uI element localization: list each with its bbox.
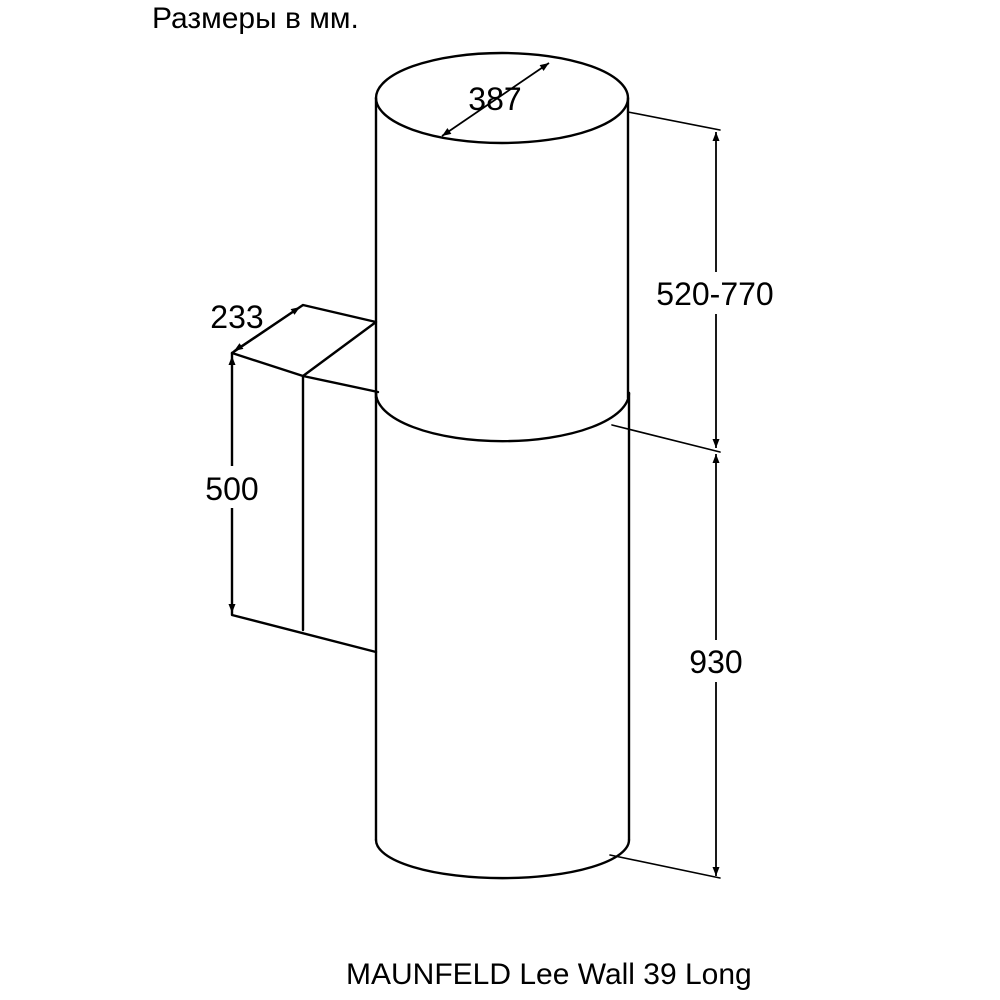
lower-height-label: 930 [689,644,742,680]
extension-lines [609,111,721,879]
mount-depth-dimension: 233 [210,299,301,352]
product-model-name: MAUNFELD Lee Wall 39 Long [346,958,752,991]
mount-height-dimension: 500 [198,356,266,613]
upper-height-label: 520-770 [656,276,773,312]
upper-cylinder [374,51,630,400]
diameter-label: 387 [468,81,521,117]
mount-depth-label: 233 [210,299,263,335]
upper-height-dimension: 520-770 [645,132,785,448]
units-caption: Размеры в мм. [152,2,359,35]
lower-cylinder [374,391,631,880]
diameter-dimension: 387 [441,62,550,137]
lower-height-dimension: 930 [680,454,752,876]
mount-height-label: 500 [205,471,258,507]
